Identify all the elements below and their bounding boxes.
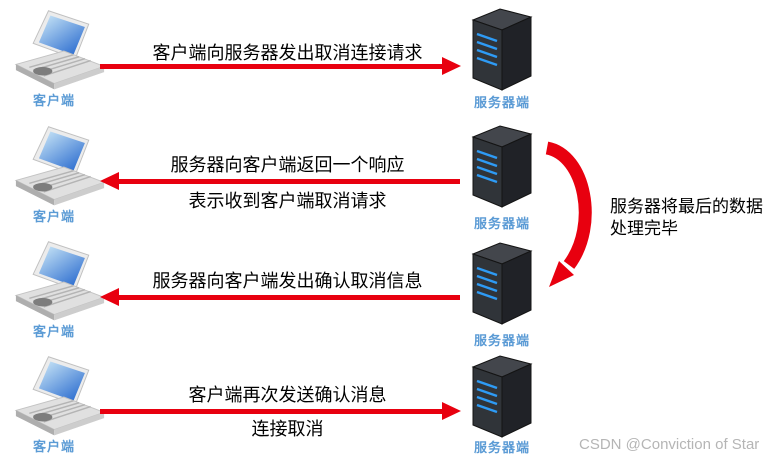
- arrow-left-icon: [100, 172, 119, 190]
- side-annotation-line2: 处理完毕: [610, 219, 678, 238]
- server-label: 服务器端: [473, 95, 530, 110]
- arrow-left-icon: [100, 288, 119, 306]
- arrow-right-icon: [442, 57, 461, 75]
- client-label: 客户端: [32, 324, 75, 339]
- client-label: 客户端: [32, 439, 75, 454]
- server-icon: [465, 240, 539, 326]
- server-icon: [465, 6, 539, 92]
- side-annotation-line1: 服务器将最后的数据: [610, 197, 763, 216]
- laptop-icon: [14, 241, 106, 323]
- watermark: CSDN @Conviction of Star: [579, 436, 760, 453]
- client-label: 客户端: [32, 93, 75, 108]
- curved-arrow-icon: [525, 135, 615, 300]
- message-label: 客户端向服务器发出取消连接请求: [152, 43, 423, 63]
- client-label: 客户端: [32, 209, 75, 224]
- arrow-right-icon: [442, 402, 461, 420]
- message-label: 服务器向客户端发出确认取消信息: [152, 271, 423, 291]
- arrow-line: [100, 64, 443, 69]
- server-icon: [465, 353, 539, 439]
- message-label: 表示收到客户端取消请求: [188, 191, 387, 211]
- laptop-icon: [14, 10, 106, 92]
- side-annotation: 服务器将最后的数据 处理完毕: [610, 196, 763, 240]
- server-label: 服务器端: [473, 333, 530, 348]
- server-label: 服务器端: [473, 216, 530, 231]
- arrow-line: [118, 179, 460, 184]
- message-label: 客户端再次发送确认消息: [188, 385, 387, 405]
- laptop-icon: [14, 126, 106, 208]
- server-icon: [465, 123, 539, 209]
- arrow-line: [118, 295, 460, 300]
- laptop-icon: [14, 356, 106, 438]
- message-label: 服务器向客户端返回一个响应: [170, 155, 405, 175]
- arrow-line: [100, 409, 443, 414]
- message-label: 连接取消: [251, 419, 324, 439]
- server-label: 服务器端: [473, 440, 530, 455]
